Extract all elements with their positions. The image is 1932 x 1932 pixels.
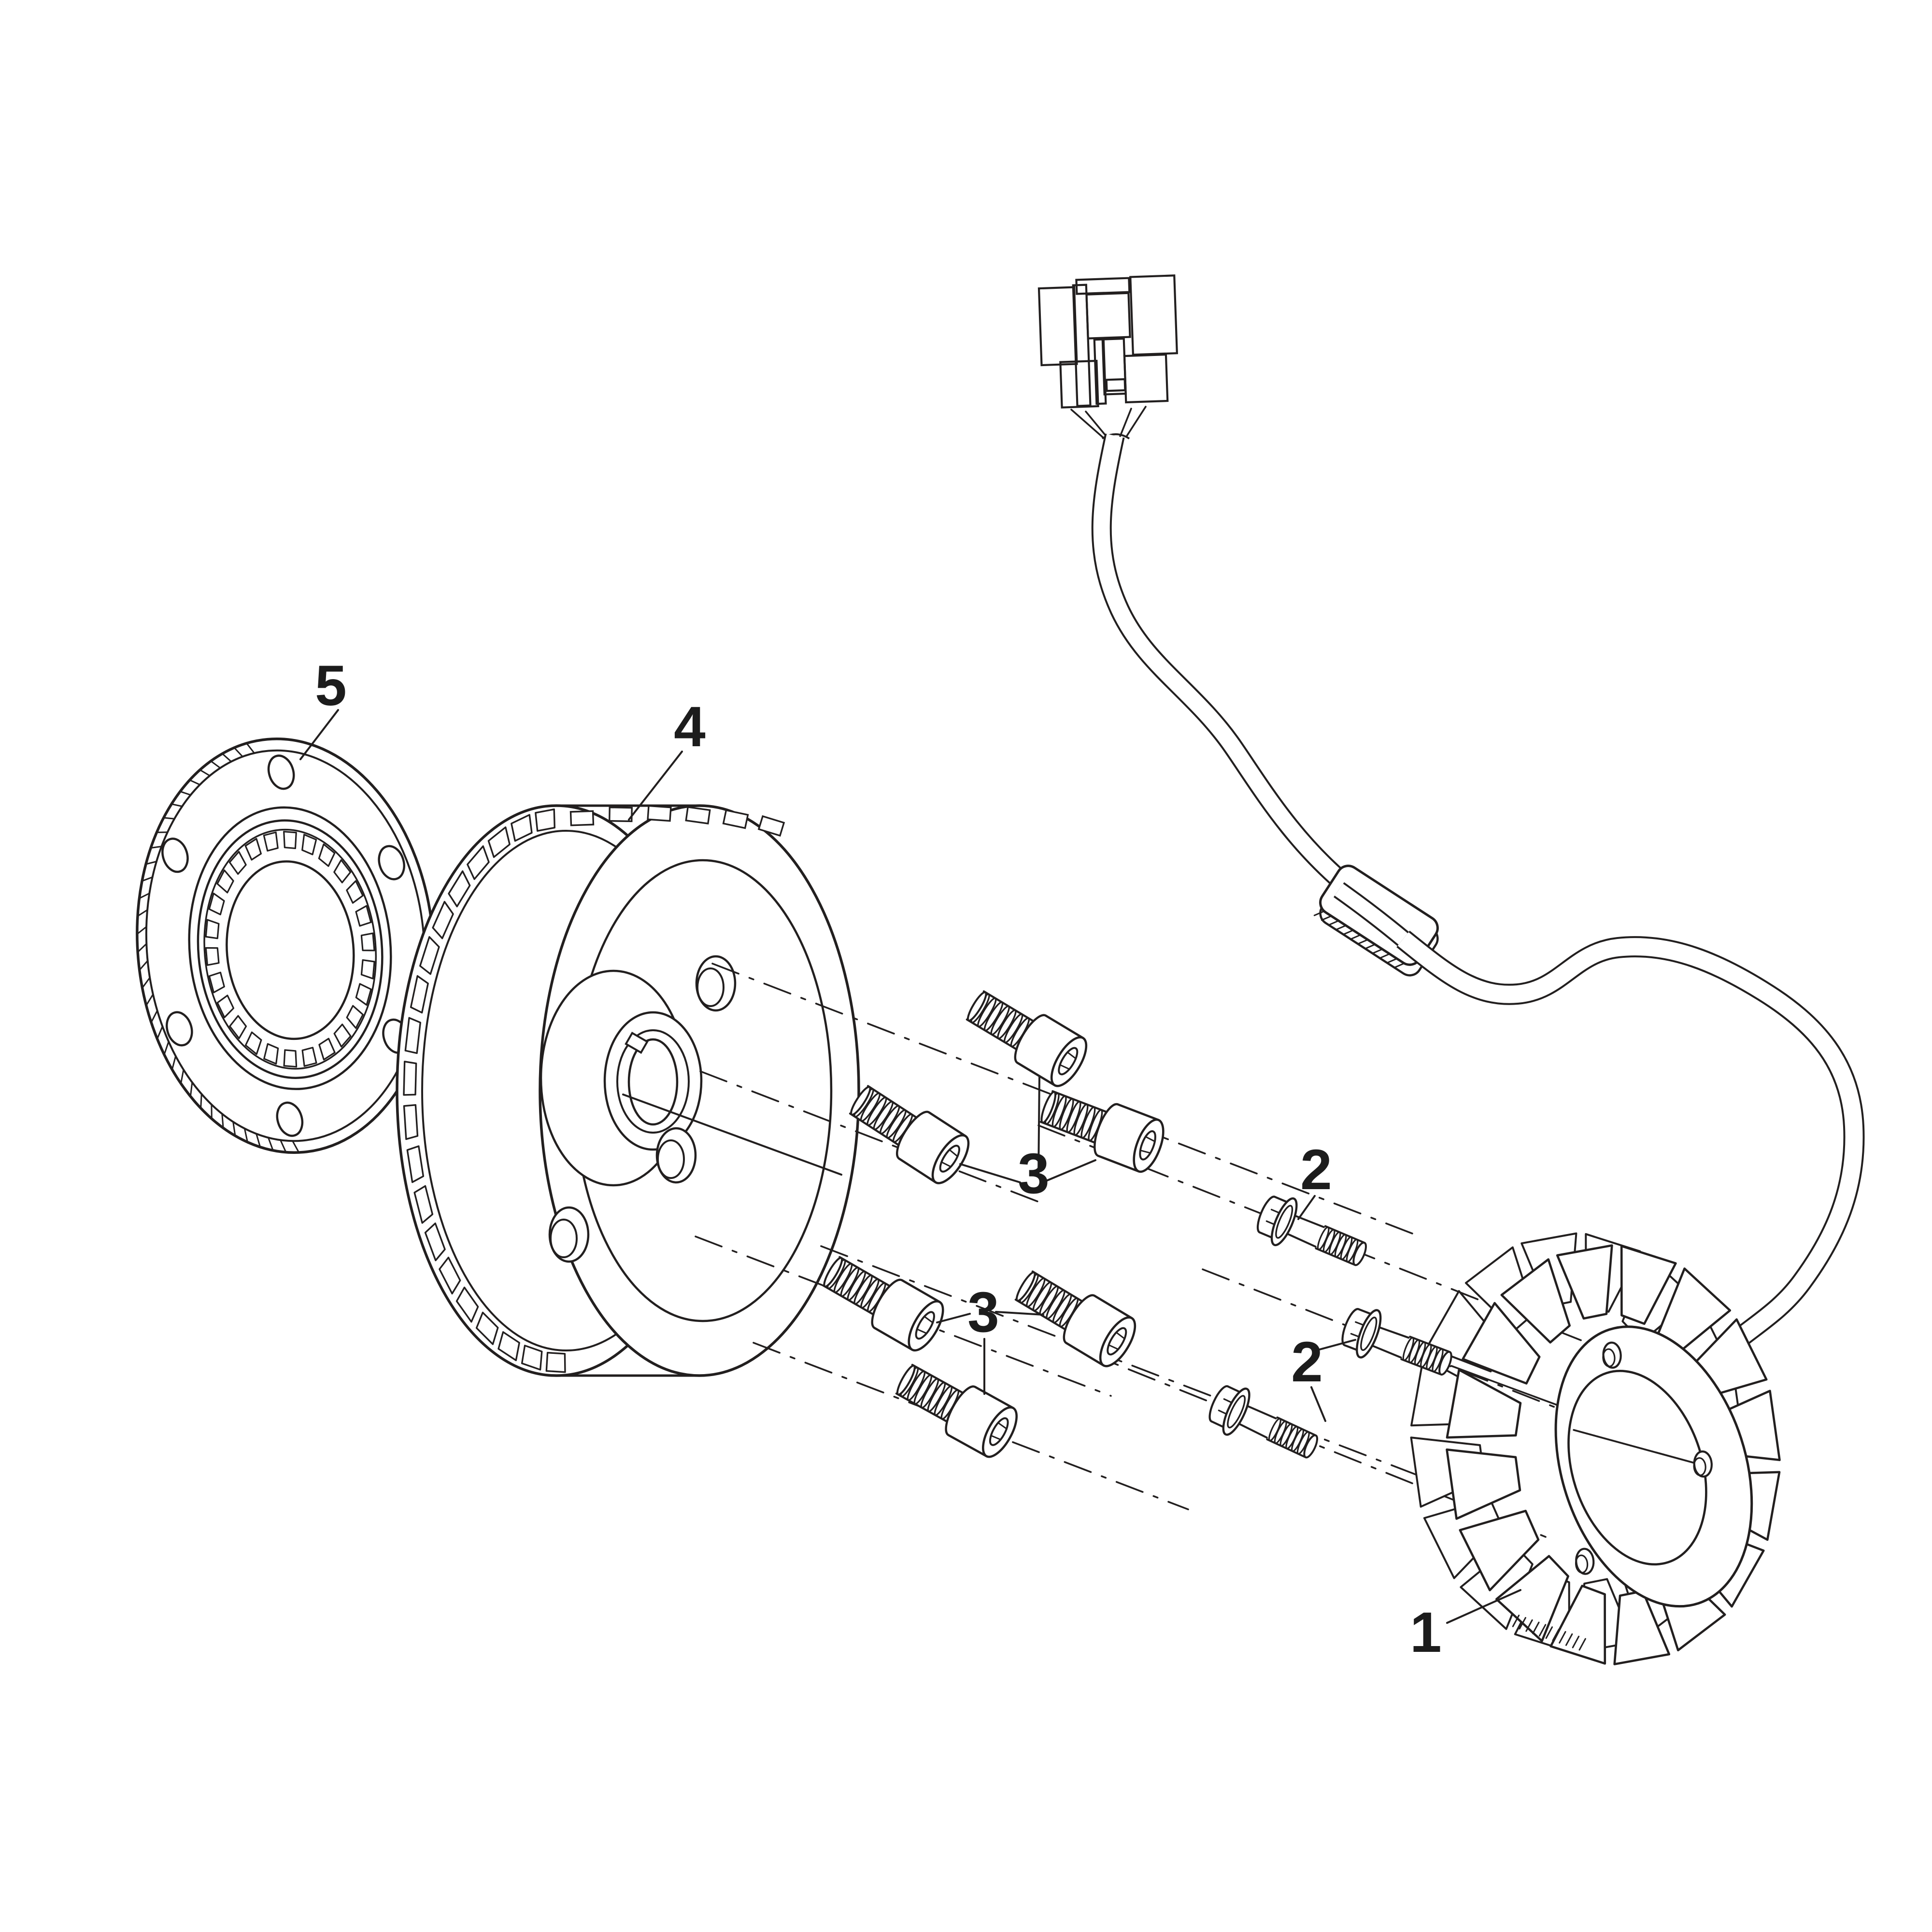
leader-line bbox=[1446, 1589, 1521, 1624]
socket-head-bolt bbox=[1014, 1270, 1136, 1367]
part2-flange-bolts bbox=[1208, 1195, 1452, 1459]
socket-head-bolt bbox=[849, 1085, 970, 1184]
leader-line bbox=[1297, 1195, 1316, 1220]
callout-part2-lower: 2 bbox=[1291, 1330, 1323, 1394]
socket-head-bolt bbox=[822, 1256, 944, 1352]
callout-part3-upper: 3 bbox=[1018, 1142, 1050, 1206]
part4-flywheel-rotor bbox=[396, 804, 860, 1377]
part1-stator bbox=[1410, 1232, 1781, 1665]
hex-flange-bolt bbox=[1208, 1385, 1319, 1459]
part-callouts: 5 4 3 3 2 2 1 bbox=[299, 654, 1521, 1664]
socket-head-bolt bbox=[966, 990, 1088, 1087]
callout-leader-lines bbox=[299, 709, 1521, 1624]
leader-line bbox=[1317, 1339, 1356, 1351]
leader-line bbox=[936, 1313, 971, 1323]
leader-line bbox=[299, 709, 339, 760]
leader-line bbox=[1046, 1159, 1096, 1181]
leader-line bbox=[1037, 1075, 1040, 1177]
clutch-ring bbox=[136, 738, 435, 1154]
hex-flange-bolt bbox=[1256, 1195, 1367, 1266]
callout-part2-upper: 2 bbox=[1300, 1138, 1332, 1202]
leader-line bbox=[995, 1311, 1044, 1316]
part5-one-way-clutch-ring bbox=[136, 738, 435, 1154]
harness-connector bbox=[1037, 274, 1178, 409]
socket-head-bolt bbox=[895, 1364, 1018, 1458]
callout-part3-lower: 3 bbox=[967, 1280, 999, 1344]
callout-part1: 1 bbox=[1410, 1601, 1442, 1664]
leader-line bbox=[1310, 1386, 1326, 1422]
part3-socket-bolts bbox=[822, 990, 1165, 1458]
stator-wiring-harness bbox=[1037, 274, 1865, 1396]
leader-line bbox=[628, 751, 683, 821]
callout-part4: 4 bbox=[674, 695, 706, 759]
callout-part5: 5 bbox=[315, 654, 347, 718]
leader-line bbox=[959, 1163, 1021, 1183]
socket-head-bolt bbox=[1039, 1090, 1165, 1173]
